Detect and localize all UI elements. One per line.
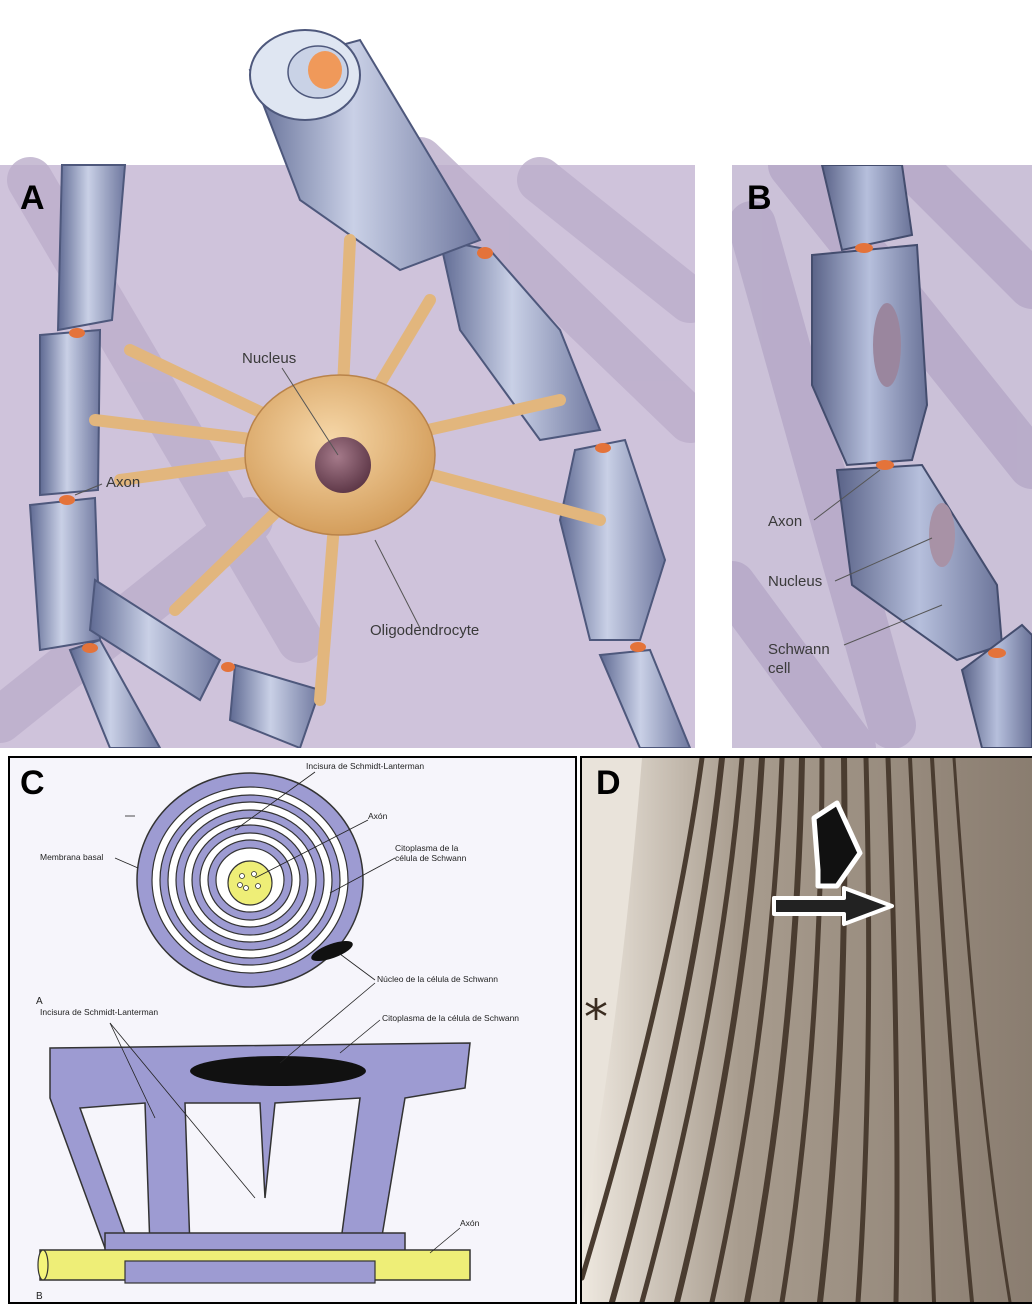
- label-b-nucleus: Nucleus: [768, 573, 822, 590]
- panel-d-micrograph: [582, 758, 1032, 1302]
- panel-a: A Nucleus Axon Oligodendrocyte: [0, 0, 695, 748]
- panel-b-letter: B: [747, 181, 772, 215]
- panel-c-diagram: [10, 758, 575, 1302]
- myelin-segment: [40, 330, 100, 495]
- label-c-membrana: Membrana basal: [40, 852, 103, 862]
- label-c-axon-top: Axón: [368, 811, 387, 821]
- panel-b: B Axon Nucleus Schwann cell: [732, 165, 1032, 748]
- panel-a-letter: A: [20, 181, 45, 215]
- label-axon: Axon: [106, 474, 140, 491]
- panel-c-letter: C: [20, 766, 45, 800]
- asterisk-marker: *: [584, 994, 608, 1042]
- label-nucleus: Nucleus: [242, 350, 296, 367]
- label-c-axon-bottom: Axón: [460, 1218, 479, 1228]
- label-c-cyto-top-2: célula de Schwann: [395, 853, 466, 863]
- schwann-nucleus-long: [190, 1056, 366, 1086]
- label-c-incisura-top: Incisura de Schmidt-Lanterman: [306, 761, 424, 771]
- label-b-axon: Axon: [768, 513, 802, 530]
- label-c-sub-a: A: [36, 996, 43, 1007]
- panel-a-illustration: [0, 0, 695, 748]
- panel-d-letter: D: [596, 766, 621, 800]
- label-c-nucleo: Núcleo de la célula de Schwann: [377, 974, 498, 984]
- label-oligodendrocyte: Oligodendrocyte: [370, 622, 479, 639]
- panel-c: C Incisura de Schmidt-Lanterman Axón Mem…: [8, 756, 577, 1304]
- label-c-cyto-top-1: Citoplasma de la: [395, 843, 458, 853]
- label-b-schwann-line2: cell: [768, 660, 791, 677]
- axon-cross-section: [228, 861, 272, 905]
- nucleus-shape: [315, 437, 371, 493]
- label-c-incisura-mid: Incisura de Schmidt-Lanterman: [40, 1007, 158, 1017]
- label-c-cyto-mid: Citoplasma de la célula de Schwann: [382, 1013, 519, 1023]
- panel-d: D *: [580, 756, 1032, 1304]
- label-c-sub-b: B: [36, 1291, 43, 1302]
- label-b-schwann-line1: Schwann: [768, 641, 830, 658]
